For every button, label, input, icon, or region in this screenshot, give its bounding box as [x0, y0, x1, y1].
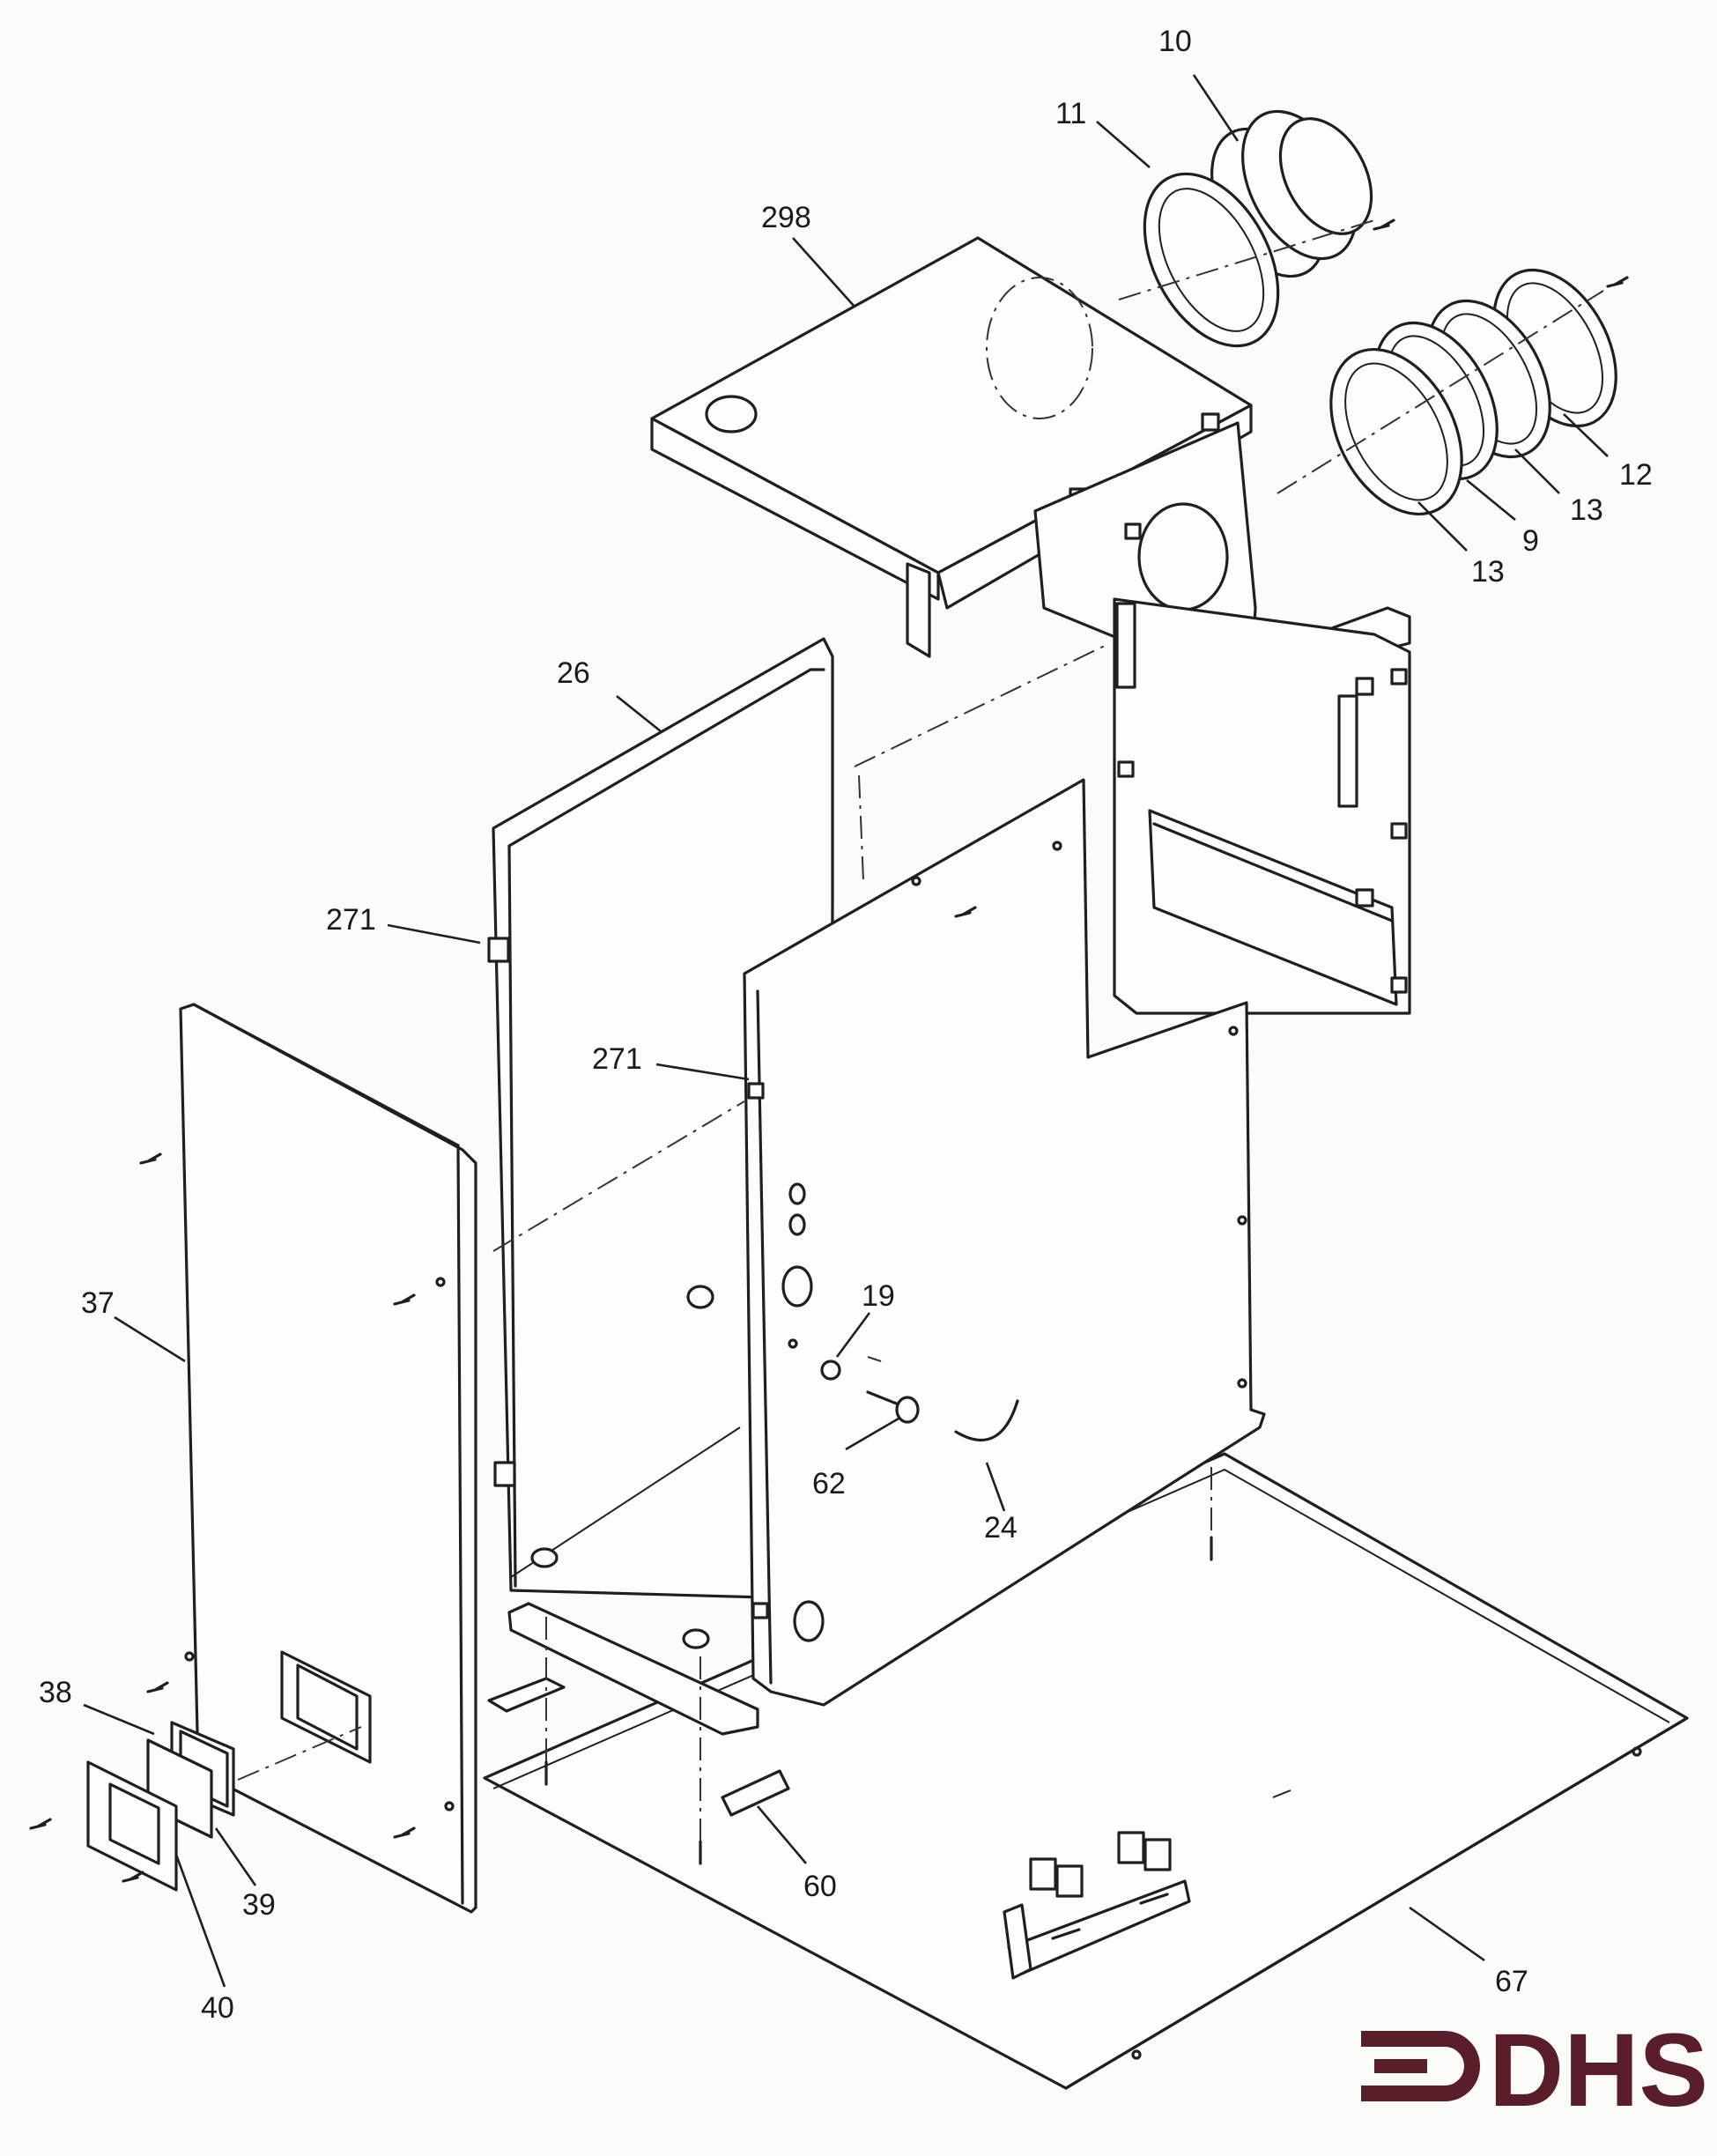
- dhs-logo: DHS: [1361, 2012, 1708, 2129]
- callout-11: 11: [1055, 97, 1086, 130]
- callout-13-rear: 13: [1570, 493, 1603, 527]
- leader-lines: [83, 74, 1609, 1988]
- tube-24: [954, 1399, 1019, 1441]
- port-60: [721, 1769, 790, 1817]
- callout-37: 37: [81, 1286, 115, 1320]
- callout-12: 12: [1619, 458, 1653, 492]
- alignment-lines: [237, 219, 1604, 1841]
- callout-62: 62: [812, 1467, 846, 1500]
- callout-40: 40: [201, 1991, 234, 2025]
- front-panel: [743, 778, 1266, 1707]
- callout-298: 298: [761, 201, 811, 234]
- callout-9: 9: [1522, 524, 1539, 558]
- inner-base-bracket: [487, 1602, 759, 1736]
- callout-10: 10: [1158, 25, 1192, 58]
- sight-glass-assembly: [86, 1721, 235, 1892]
- dash-line-top: [854, 642, 1111, 767]
- callout-271-lower: 271: [592, 1042, 642, 1076]
- screws: [29, 219, 1629, 1883]
- callout-39: 39: [242, 1888, 276, 1922]
- logo-text: DHS: [1489, 2012, 1708, 2129]
- gasket-13-front: [1329, 347, 1463, 516]
- grommets: [530, 1285, 841, 1649]
- right-rear-panel: [1113, 597, 1411, 1015]
- callout-60: 60: [803, 1870, 837, 1903]
- callout-24: 24: [984, 1511, 1018, 1545]
- callout-67: 67: [1495, 1965, 1528, 1998]
- front-access-panel-37: [179, 1003, 477, 1914]
- callout-13-front: 13: [1471, 555, 1505, 589]
- gasket-11: [1143, 172, 1280, 348]
- callout-26: 26: [557, 656, 590, 690]
- valve-stem-62: [866, 1390, 920, 1424]
- callout-271-upper: 271: [326, 903, 376, 937]
- callout-labels: 10 11 298 12 13 9 13 26 271 271 37 19 62…: [39, 25, 1653, 2025]
- callout-19: 19: [862, 1279, 895, 1313]
- callout-38: 38: [39, 1676, 72, 1709]
- side-panel-26: [487, 637, 834, 1601]
- dash-line-vertical: [858, 774, 864, 882]
